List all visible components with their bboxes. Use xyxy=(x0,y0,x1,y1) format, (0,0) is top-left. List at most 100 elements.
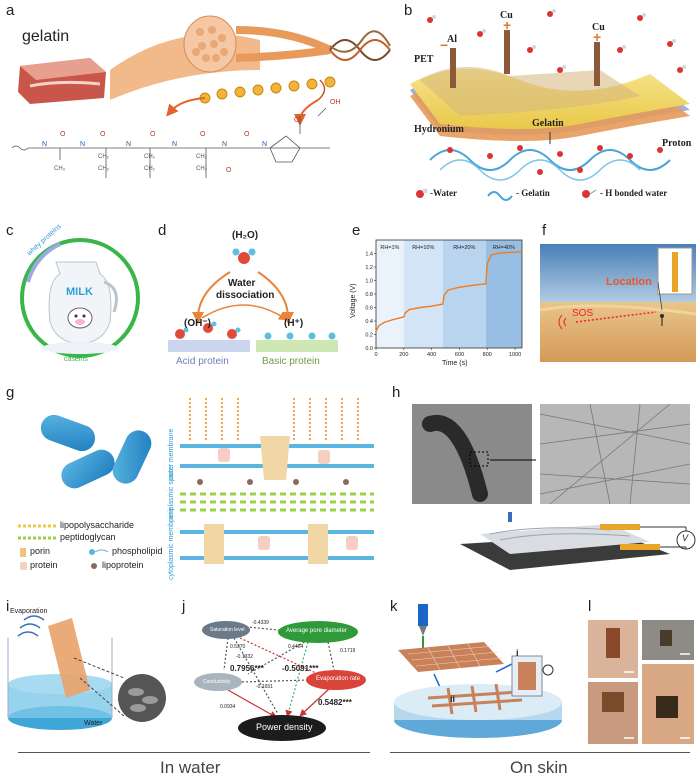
legend-peptidoglycan-label: peptidoglycan xyxy=(60,532,116,542)
coef-8: 0.5370 xyxy=(230,644,245,650)
panel-c: c MILK whey proteins caseins xyxy=(0,222,150,372)
coef-4: 0.7956*** xyxy=(230,664,264,673)
y-tick-label-3: 0.6 xyxy=(365,306,373,312)
milk-label: MILK xyxy=(66,286,93,298)
evaporation-label: Evaporation xyxy=(10,608,47,615)
legend-lps-label: lipopolysaccharide xyxy=(60,520,134,530)
node-evaporation-label: Evaporation rate xyxy=(316,676,360,682)
node-saturation-label: Saturation level xyxy=(210,627,244,633)
region-label-2: RH=10% xyxy=(412,245,434,251)
svg-text:O: O xyxy=(244,131,250,138)
legend-lipoprotein-label: lipoprotein xyxy=(102,560,144,570)
coef-3: 0.4464 xyxy=(288,644,303,650)
legend-porin-icon xyxy=(20,548,26,557)
region-band-2 xyxy=(404,240,443,348)
desert-sos-illustration xyxy=(536,222,700,372)
x-tick-label-5: 1000 xyxy=(509,352,521,358)
dissociation-label: dissociation xyxy=(216,290,274,301)
photo-3 xyxy=(588,682,638,744)
legend-gelatin-icon xyxy=(488,192,512,200)
coef-2: 0.1719 xyxy=(340,648,355,654)
svg-text:N: N xyxy=(80,141,85,148)
panel-f: f SOS Location xyxy=(536,222,700,372)
lps-strands xyxy=(190,398,358,442)
x-tick-label-4: 800 xyxy=(483,352,492,358)
h2o-label: (H₂O) xyxy=(232,230,258,241)
water-label: Water xyxy=(228,278,255,289)
h-label: (H⁺) xyxy=(284,318,303,329)
node-power-label: Power density xyxy=(256,722,313,732)
svg-text:CH₂: CH₂ xyxy=(144,154,156,160)
y-tick-label-6: 1.2 xyxy=(365,265,373,271)
skin-device-illustration xyxy=(388,598,580,748)
label-pet: PET xyxy=(414,54,433,65)
footer-on-skin: On skin xyxy=(510,758,568,778)
panel-a: a gelatin xyxy=(0,0,400,180)
region-label-1: RH=1% xyxy=(380,245,399,251)
chart-xlabel: Time (s) xyxy=(442,360,467,367)
water-molecule-icon xyxy=(233,249,256,265)
sos-label: SOS xyxy=(572,308,593,319)
svg-text:OH: OH xyxy=(330,99,341,106)
svg-text:CH₂: CH₂ xyxy=(196,166,208,172)
x-tick-label-2: 400 xyxy=(427,352,436,358)
acid-protein-label: Acid protein xyxy=(176,356,229,367)
oh-label: (OH⁻) xyxy=(184,318,211,329)
coef-1: -0.4339 xyxy=(252,620,269,626)
electrode-cu-1 xyxy=(504,30,510,74)
panel-i: i Evaporation Water xyxy=(0,598,175,748)
svg-text:CH₂: CH₂ xyxy=(196,154,208,160)
legend-protein-icon xyxy=(20,562,27,570)
coef-10: 0.0934 xyxy=(220,704,235,710)
legend-porin-label: porin xyxy=(30,546,50,556)
panel-h: h V xyxy=(390,384,700,584)
voltmeter-label: V xyxy=(682,533,688,543)
svg-text:O: O xyxy=(60,131,66,138)
legend-lipoprotein-icon xyxy=(91,563,97,569)
basic-protein-label: Basic protein xyxy=(262,356,320,367)
cytoplasmic-membrane-label: cytoplasmic membrane xyxy=(168,508,175,580)
svg-text:CH₂: CH₂ xyxy=(98,154,110,160)
svg-text:N: N xyxy=(172,141,177,148)
node-conductivity-label: Conductivity xyxy=(203,679,230,685)
legend-phospholipid-icon xyxy=(89,549,108,555)
meat-icon xyxy=(18,58,106,104)
y-tick-label-1: 0.2 xyxy=(365,333,373,339)
y-tick-label-4: 0.8 xyxy=(365,292,373,298)
coef-7: 0.5482*** xyxy=(318,698,352,707)
y-tick-label-5: 1.0 xyxy=(365,279,373,285)
tem-image-fibers xyxy=(540,404,690,504)
svg-text:O: O xyxy=(226,167,232,174)
water-label-i: Water xyxy=(84,720,102,727)
legend-gelatin-label: - Gelatin xyxy=(516,188,550,198)
nanofiber-device-illustration xyxy=(390,384,700,584)
evaporation-arrows-icon xyxy=(18,616,44,636)
svg-text:O: O xyxy=(294,117,300,124)
svg-text:N: N xyxy=(222,141,227,148)
footer-divider-left xyxy=(18,752,370,753)
panel-d: d (H₂O) Water dissociation (OH⁻) (H⁺) Ac… xyxy=(158,222,348,372)
x-tick-label-3: 600 xyxy=(455,352,464,358)
legend-phospholipid-label: phospholipid xyxy=(112,546,163,556)
panel-l: l xyxy=(584,598,700,748)
region-band-3 xyxy=(443,240,486,348)
panel-k: k i ii xyxy=(388,598,580,748)
legend-water-icon xyxy=(416,189,428,199)
x-tick-label-0: 0 xyxy=(374,352,377,358)
svg-text:O: O xyxy=(200,131,206,138)
footer-in-water: In water xyxy=(160,758,220,778)
label-gelatin: Gelatin xyxy=(532,118,564,129)
x-tick-label-1: 200 xyxy=(399,352,408,358)
svg-text:N: N xyxy=(42,141,47,148)
svg-text:N: N xyxy=(126,141,131,148)
svg-text:O: O xyxy=(100,131,106,138)
casein-label: caseins xyxy=(64,356,88,363)
label-cu-1: Cu xyxy=(500,10,513,21)
mark-ii: ii xyxy=(450,694,455,704)
label-cu-2: Cu xyxy=(592,22,605,33)
gelatin-structure-illustration: NNN NNN OOO OOO OHO CH₃CH₂CH₂ CH₂CH₂CH₂ … xyxy=(0,0,400,180)
y-tick-label-2: 0.4 xyxy=(365,319,373,325)
panel-j: j Saturation level Average pore diameter… xyxy=(178,598,378,748)
chart-ylabel: Voltage (V) xyxy=(350,283,357,318)
label-al: Al xyxy=(447,34,457,45)
